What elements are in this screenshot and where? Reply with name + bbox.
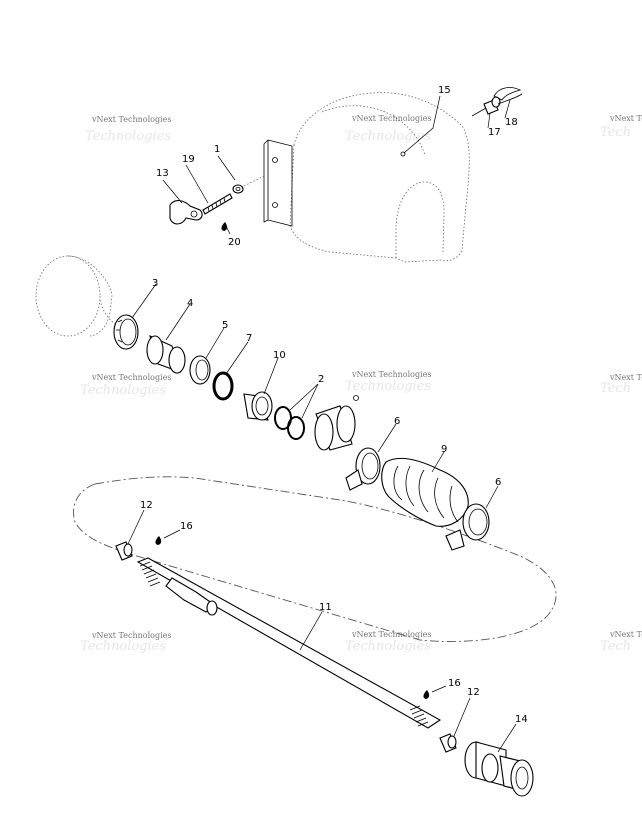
part-label-7: 7 [246,333,252,344]
svg-text:Tech: Tech [600,381,631,396]
part-label-1: 1 [214,144,220,155]
part-numbers: 1 19 13 20 15 17 18 3 4 5 7 10 2 6 9 6 1… [140,85,528,725]
part-label-9: 9 [441,444,447,455]
watermark-text: vNext Technologies [91,115,171,124]
svg-text:Technologies: Technologies [85,129,171,144]
clamp-3 [113,314,139,350]
part-label-2: 2 [318,374,324,385]
assembly-boundary [73,476,557,642]
clip-18 [493,87,523,105]
part-label-6-upper: 6 [394,416,400,427]
watermarks: Technologies vNext Technologies Technolo… [80,114,642,654]
part-label-14: 14 [515,714,528,725]
watermark-text: vNext Technologies [351,630,431,639]
sealant-drop-20 [221,222,228,231]
watermark-text: vNext Technologies [351,114,431,123]
boot-9 [381,457,469,527]
watermark-text: vNext Technologies [609,630,642,639]
watermark-text: vNext Technologies [91,373,171,382]
part-label-19: 19 [182,154,195,165]
part-label-6-lower: 6 [495,477,501,488]
seal-housing [314,405,356,451]
washer-1 [232,184,244,194]
cover-housing [263,92,470,263]
o-ring-7 [212,371,234,401]
stud-19 [202,193,233,215]
part-label-13: 13 [156,168,169,179]
svg-text:Technologies: Technologies [80,383,166,398]
coupler-4 [146,335,186,374]
clamp-6-lower [445,503,490,551]
svg-text:Tech: Tech [600,125,631,140]
svg-text:Technologies: Technologies [345,129,431,144]
part-label-12-top: 12 [140,500,153,511]
bearing-10 [243,391,273,421]
svg-text:Technologies: Technologies [345,379,431,394]
o-rings-2 [274,406,305,440]
bearing-14 [464,741,534,797]
leader-lines [127,95,517,753]
part-label-16-bottom: 16 [448,678,461,689]
watermark-text: vNext Technologies [91,631,171,640]
part-label-10: 10 [273,350,286,361]
wing-nut-13 [169,200,203,225]
bushing-12-top [115,541,133,561]
part-label-18: 18 [505,117,518,128]
watermark-text: vNext Technologies [609,373,642,382]
engine-flange [35,255,119,337]
part-label-16-top: 16 [180,521,193,532]
part-label-3: 3 [152,278,158,289]
clamp-6-upper [345,447,381,491]
part-label-20: 20 [228,237,241,248]
svg-text:Technologies: Technologies [80,639,166,654]
svg-text:Tech: Tech [600,639,631,654]
part-label-5: 5 [222,320,228,331]
part-label-4: 4 [187,298,193,309]
clamp-5 [189,355,211,385]
part-label-12-bottom: 12 [467,687,480,698]
sealant-drop-16-top [155,536,162,545]
screw-17 [471,96,501,117]
svg-text:Technologies: Technologies [345,639,431,654]
bushing-12-bottom [439,733,457,753]
drive-shaft-11 [136,557,442,729]
watermark-text: vNext Technologies [609,114,642,123]
sealant-drop-16-bottom [423,690,430,699]
screw-8 [353,395,359,401]
part-label-15: 15 [438,85,451,96]
part-label-11: 11 [319,602,332,613]
part-label-17: 17 [488,127,501,138]
watermark-text: vNext Technologies [351,370,431,379]
